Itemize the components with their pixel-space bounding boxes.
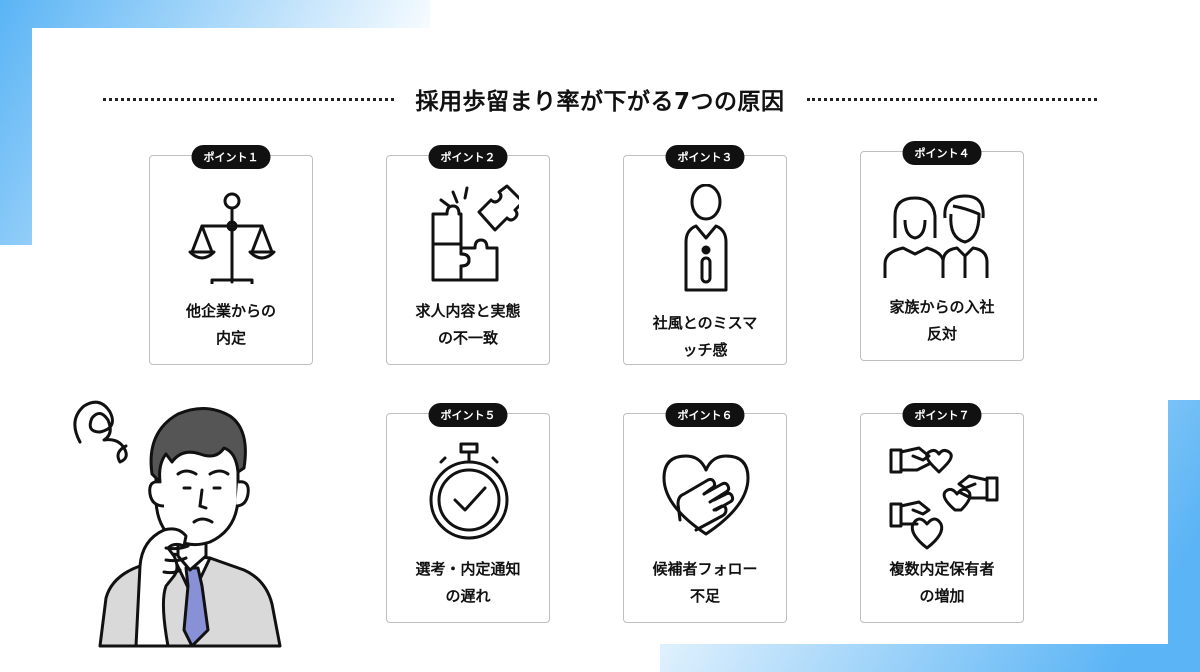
worried-businessman-illustration (73, 400, 282, 648)
point-label-line1: 複数内定保有者 (889, 560, 995, 578)
point-badge: ポイント１ (191, 145, 271, 169)
point-badge: ポイント２ (428, 145, 508, 169)
point-label: 家族からの入社 反対 (865, 294, 1019, 348)
point-card-3: ポイント３ 社風とのミスマ ッチ感 (623, 145, 787, 365)
point-label-line2: 反対 (926, 325, 957, 343)
point-badge: ポイント５ (428, 403, 508, 427)
point-card-4: ポイント４ 家族からの入社 反対 (860, 141, 1024, 361)
point-label: 複数内定保有者 の増加 (865, 556, 1019, 610)
point-label: 他企業からの 内定 (154, 298, 308, 352)
point-label-line2: の遅れ (445, 587, 491, 605)
point-label-line2: 内定 (215, 329, 246, 347)
point-label-line1: 選考・内定通知 (415, 560, 521, 578)
point-label: 求人内容と実態 の不一致 (391, 298, 545, 352)
point-label-line1: 候補者フォロー (652, 560, 758, 578)
point-label-line1: 社風とのミスマ (652, 314, 758, 332)
hands-hearts-icon (889, 444, 999, 550)
title-dotted-line-left (103, 97, 394, 101)
point-card-1: ポイント１ 他企業からの 内定 (149, 145, 313, 365)
point-label: 社風とのミスマ ッチ感 (628, 310, 782, 364)
point-label-line1: 家族からの入社 (889, 298, 995, 316)
point-label-line1: 他企業からの (185, 302, 276, 320)
point-label-line2: ッチ感 (682, 341, 728, 359)
point-label: 選考・内定通知 の遅れ (391, 556, 545, 610)
scales-icon (182, 184, 282, 284)
page-title: 採用歩留まり率が下がる7つの原因 (415, 89, 785, 115)
point-label: 候補者フォロー 不足 (628, 556, 782, 610)
point-badge: ポイント７ (902, 403, 982, 427)
point-card-2: ポイント２ 求人内容と実態 の不一致 (386, 145, 550, 365)
family-icon (881, 180, 1011, 280)
worry-scribble-icon (73, 400, 128, 464)
point-card-5: ポイント５ 選考・内定通知 の遅れ (386, 403, 550, 623)
person-info-icon (656, 184, 756, 292)
point-label-line2: の増加 (919, 587, 965, 605)
point-card-6: ポイント６ 候補者フォロー 不足 (623, 403, 787, 623)
point-card-7: ポイント７ 複数内定保有者 の増加 (860, 403, 1024, 623)
heart-hand-icon (656, 450, 756, 550)
title-dotted-line-right (806, 97, 1098, 101)
point-label-line2: 不足 (689, 587, 720, 605)
title-row: 採用歩留まり率が下がる7つの原因 (103, 82, 1098, 116)
point-label-line1: 求人内容と実態 (415, 302, 521, 320)
puzzle-icon (419, 184, 519, 284)
point-badge: ポイント３ (665, 145, 745, 169)
point-label-line2: の不一致 (437, 329, 498, 347)
stopwatch-icon (419, 438, 519, 540)
point-badge: ポイント４ (902, 141, 982, 165)
point-badge: ポイント６ (665, 403, 745, 427)
